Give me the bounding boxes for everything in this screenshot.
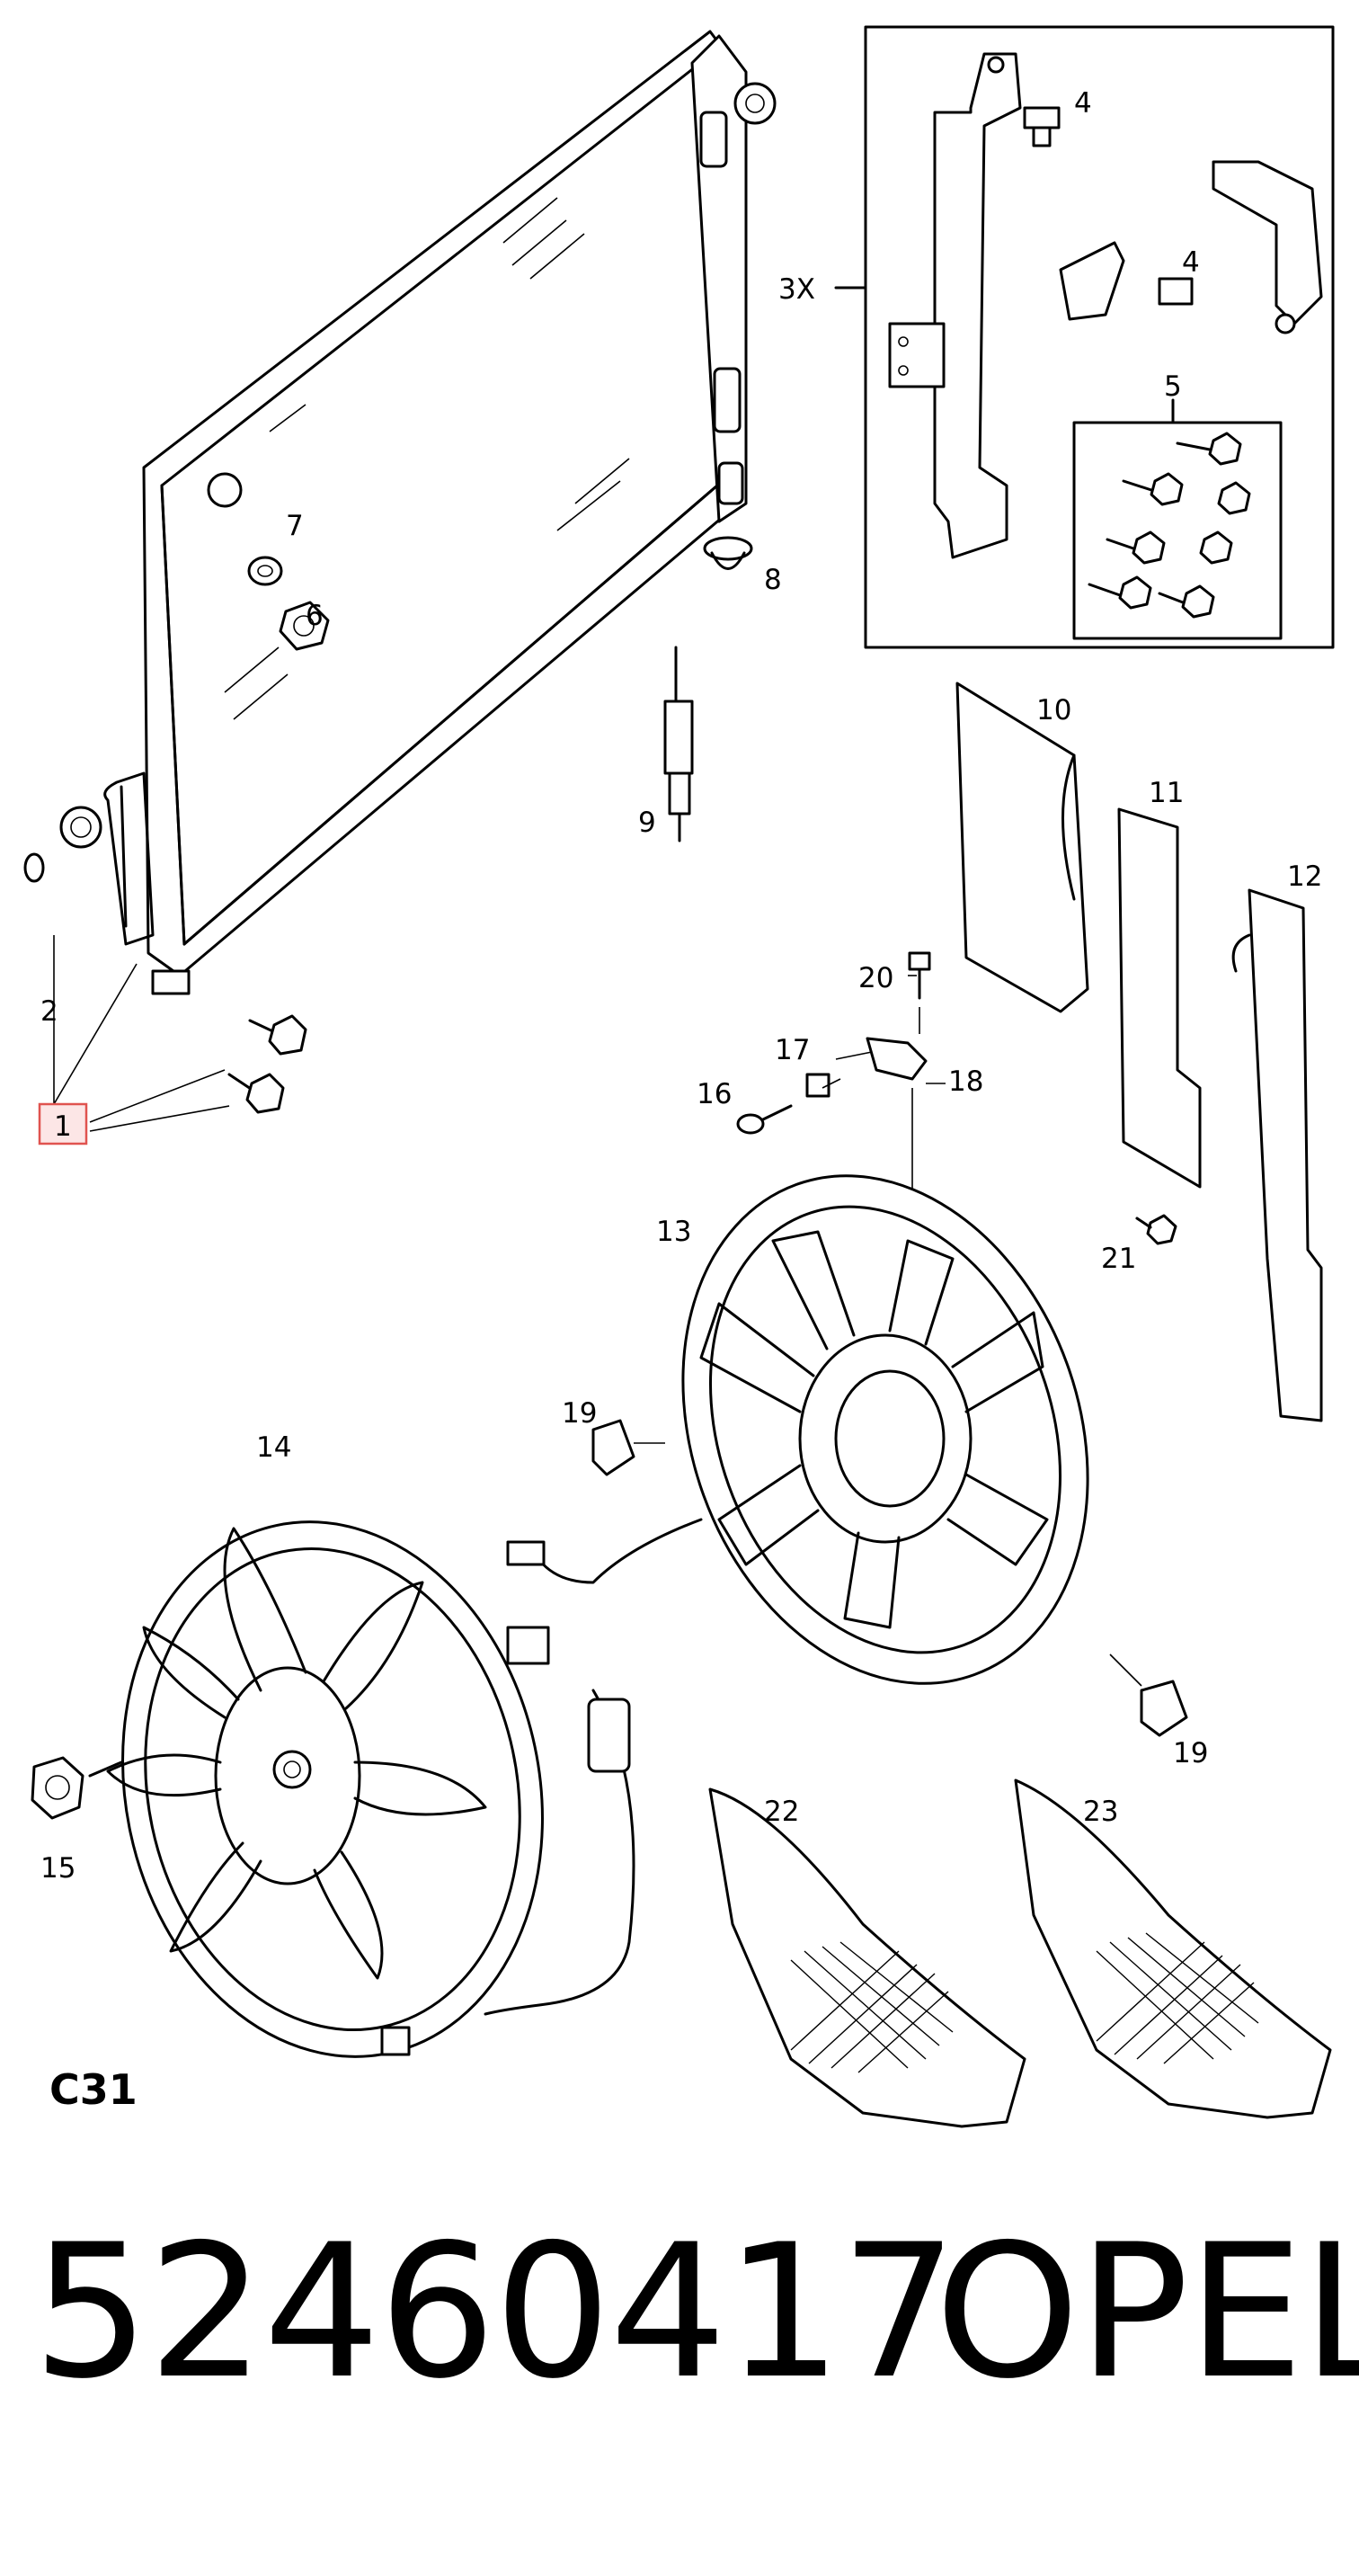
callout-1-highlight[interactable]: 1 <box>38 1102 88 1145</box>
callout-21: 21 <box>1101 1243 1136 1275</box>
callout-16: 16 <box>697 1078 732 1110</box>
callout-4b: 4 <box>1182 246 1200 279</box>
leader-lines-part-1 <box>53 935 230 1132</box>
callout-leaders <box>822 975 946 1089</box>
part-9-sensor <box>663 646 694 842</box>
callout-19b: 19 <box>1173 1737 1208 1769</box>
callout-1: 1 <box>54 1110 72 1143</box>
part-11-seal <box>1117 807 1202 1189</box>
callout-20: 20 <box>858 962 893 994</box>
part-10-seal <box>955 682 1089 1013</box>
part-22-cover-panel <box>708 1787 1026 2128</box>
part-7-washer <box>247 556 283 586</box>
screw-set <box>1088 432 1251 619</box>
part-12-seal <box>1231 888 1323 1422</box>
callout-18: 18 <box>948 1065 983 1098</box>
part-20-screw <box>908 951 931 1000</box>
part-19-clip-top <box>591 1419 665 1476</box>
part-17-nut <box>805 1073 830 1098</box>
part-2-oring <box>23 852 45 883</box>
callout-7: 7 <box>286 510 304 542</box>
condenser-assembly <box>59 30 777 995</box>
callout-10: 10 <box>1036 694 1071 726</box>
callout-17: 17 <box>775 1034 810 1066</box>
callout-13: 13 <box>656 1216 691 1248</box>
callout-8: 8 <box>764 564 782 596</box>
part-1-bolts <box>227 1014 307 1114</box>
callout-14: 14 <box>256 1431 291 1464</box>
part-15-nut <box>31 1756 123 1820</box>
part-8-grommet <box>703 536 753 570</box>
callout-19a: 19 <box>562 1397 597 1430</box>
exploded-parts-diagram: 1 3X <box>23 25 1335 2128</box>
callout-15: 15 <box>40 1852 76 1885</box>
hardware-inset-box: 3X 4 4 <box>778 25 1335 649</box>
part-23-cover-panel <box>1014 1778 1332 2119</box>
callout-2: 2 <box>40 995 58 1028</box>
part-19-clip-bottom <box>1109 1653 1188 1737</box>
part-6-nut <box>279 601 330 651</box>
part-number: 52460417 <box>32 2206 957 2420</box>
callout-4a: 4 <box>1074 87 1092 120</box>
callout-labels: 2 6 7 8 9 10 11 12 13 14 15 16 17 18 19 … <box>40 510 1322 1885</box>
callout-9: 9 <box>638 807 656 839</box>
part-14-fan <box>106 1520 635 2058</box>
diagram-code: C31 <box>49 2065 138 2114</box>
callout-23: 23 <box>1083 1796 1118 1828</box>
callout-22: 22 <box>764 1796 799 1828</box>
callout-11: 11 <box>1149 777 1184 809</box>
callout-6: 6 <box>306 600 324 632</box>
part-18-bracket <box>866 1007 928 1081</box>
part-16-screw <box>736 1104 793 1135</box>
inset-multiplier-label: 3X <box>778 273 815 306</box>
callout-12: 12 <box>1287 860 1322 893</box>
part-21-screw <box>1135 1214 1177 1245</box>
part-13-fan-shroud <box>506 1174 1089 1685</box>
brand-name: OPEL <box>935 2206 1359 2420</box>
callout-5: 5 <box>1164 370 1182 403</box>
